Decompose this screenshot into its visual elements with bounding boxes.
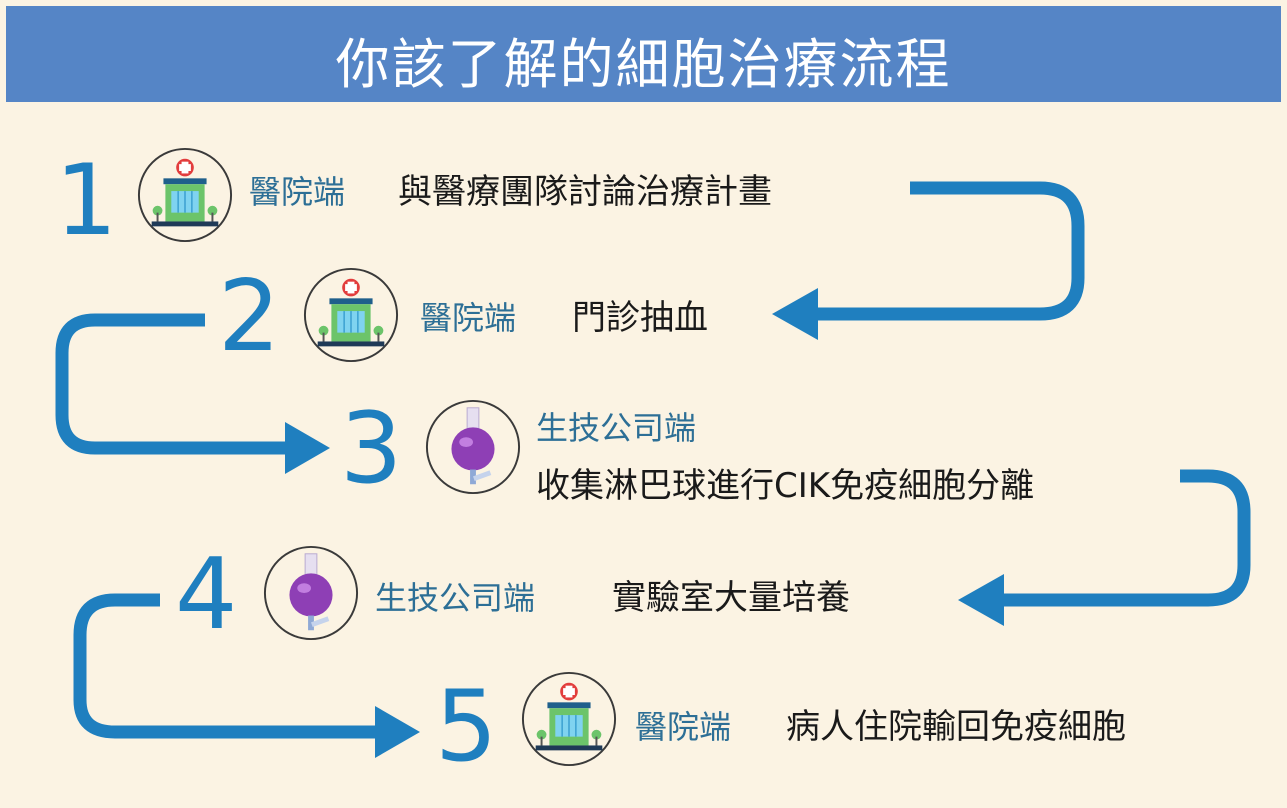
arrow-2-to-3 [55,313,290,455]
arrowhead-5 [375,706,420,758]
step-side-label: 生技公司端 [375,579,536,617]
hospital-icon [302,266,400,364]
title-banner: 你該了解的細胞治療流程 [6,6,1281,102]
step-side-label: 醫院端 [249,173,346,211]
arrow-1-to-2 [815,181,1085,321]
hospital-icon [520,670,618,768]
step-task: 與醫療團隊討論治療計畫 [398,172,772,212]
arrowhead-3 [285,422,330,474]
step-side-label: 醫院端 [635,708,732,746]
hospital-icon [136,146,234,244]
step-number: 5 [435,670,498,784]
step-task: 實驗室大量培養 [612,578,850,618]
step-number: 3 [340,392,403,506]
arrow-3-to-4 [1000,469,1251,607]
arrowhead-2 [772,288,818,340]
step-number: 2 [218,260,281,374]
step-task: 收集淋巴球進行CIK免疫細胞分離 [536,466,1035,506]
step-number: 1 [55,144,118,258]
step-side-label: 生技公司端 [536,409,697,447]
page-title: 你該了解的細胞治療流程 [335,33,952,96]
arrow-4-to-5 [73,593,380,739]
step-number: 4 [175,538,238,652]
step-task: 門診抽血 [572,298,708,338]
flask-icon [424,398,522,496]
step-task: 病人住院輸回免疫細胞 [786,707,1126,747]
flask-icon [262,544,360,642]
arrowhead-4 [958,574,1004,626]
step-side-label: 醫院端 [420,299,517,337]
